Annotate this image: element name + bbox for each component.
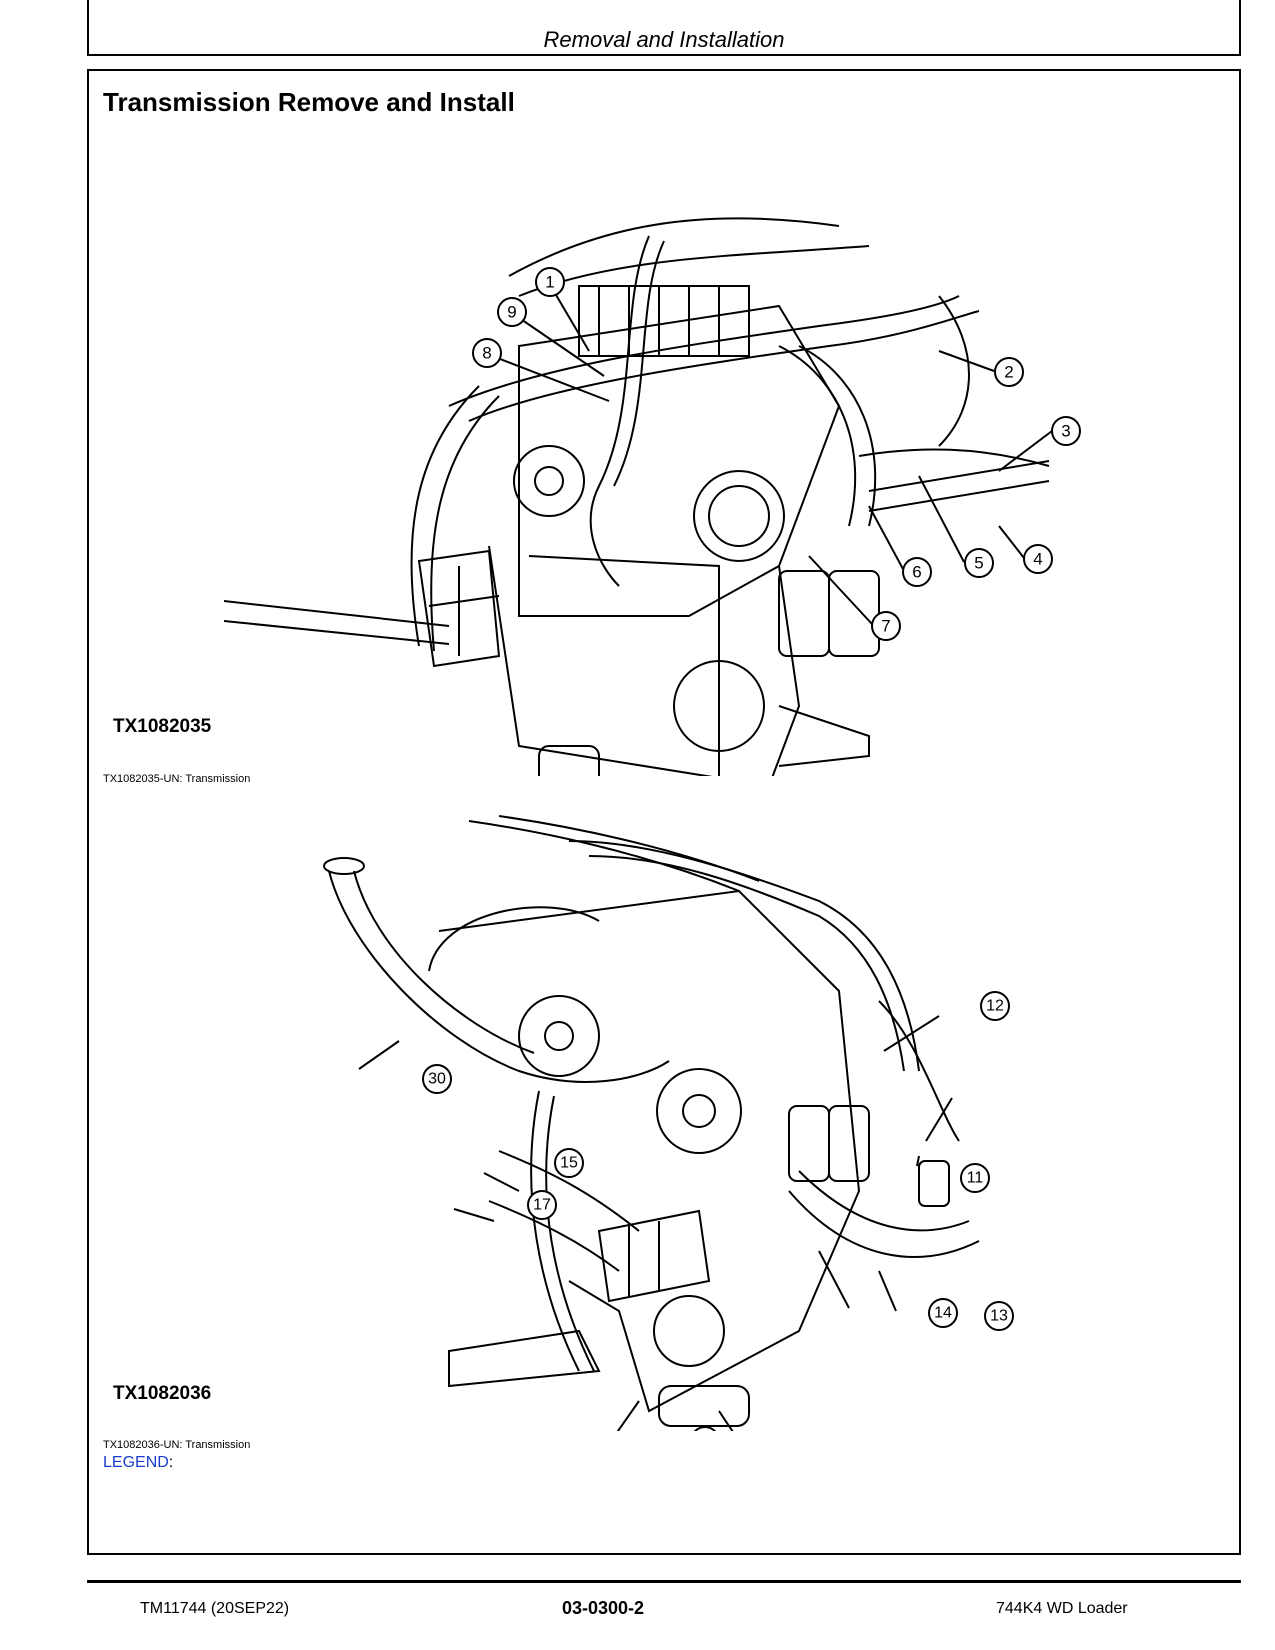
- figure-caption-2: TX1082036-UN: Transmission: [103, 1439, 251, 1451]
- svg-text:14: 14: [934, 1305, 952, 1322]
- svg-text:11: 11: [967, 1170, 984, 1187]
- svg-text:30: 30: [428, 1071, 446, 1088]
- callout-17: [527, 1190, 557, 1220]
- legend-colon: :: [168, 1454, 174, 1471]
- callout-9: [497, 297, 527, 327]
- header-title: Removal and Installation: [543, 27, 785, 52]
- footer-machine-model: 744K4 WD Loader: [996, 1600, 1128, 1617]
- callout-16: [693, 1426, 717, 1431]
- legend-heading: LEGEND:: [103, 1454, 173, 1472]
- svg-text:7: 7: [881, 617, 890, 636]
- callout-7: [871, 611, 901, 641]
- callout-6: [902, 557, 932, 587]
- page-header: Removal and Installation: [87, 0, 1241, 56]
- callout-2: [994, 357, 1024, 387]
- callout-4: [1023, 544, 1053, 574]
- section-title: Transmission Remove and Install: [103, 87, 515, 117]
- callout-15: [554, 1148, 584, 1178]
- svg-text:15: 15: [560, 1155, 578, 1172]
- transmission-illustration-1: 1 2 3 4 5 6 7 8 9: [223, 217, 1081, 776]
- figure-caption-1: TX1082035-UN: Transmission: [103, 773, 251, 785]
- callout-group-figure2: [358, 991, 1014, 1431]
- svg-text:1: 1: [545, 273, 554, 292]
- figure-id-2: TX1082036: [113, 1383, 212, 1404]
- svg-text:13: 13: [990, 1308, 1008, 1325]
- callout-5: [964, 548, 994, 578]
- content-frame: Transmission Remove and Install: [87, 69, 1241, 1555]
- transmission-illustration-2: 10 11 12 13 14 15 16 17 30 31: [323, 815, 1014, 1431]
- svg-text:9: 9: [507, 303, 516, 322]
- footer-manual-id: TM11744 (20SEP22): [140, 1600, 290, 1617]
- svg-text:8: 8: [482, 344, 491, 363]
- callout-1: [535, 267, 565, 297]
- svg-text:4: 4: [1033, 550, 1042, 569]
- svg-text:5: 5: [974, 554, 983, 573]
- callout-30: [422, 1064, 452, 1094]
- svg-text:2: 2: [1004, 363, 1013, 382]
- footer-page-number: 03-0300-2: [562, 1598, 645, 1618]
- svg-text:12: 12: [986, 998, 1004, 1015]
- callout-3: [1051, 416, 1081, 446]
- figure-id-1: TX1082035: [113, 716, 212, 737]
- callout-13: [984, 1301, 1014, 1331]
- callout-group-figure1: [472, 267, 1081, 641]
- svg-text:17: 17: [533, 1197, 551, 1214]
- legend-label: LEGEND: [103, 1454, 169, 1471]
- svg-text:6: 6: [912, 563, 921, 582]
- callout-14: [928, 1298, 958, 1328]
- callout-8: [472, 338, 502, 368]
- footer-divider: [87, 1580, 1241, 1583]
- callout-11: [960, 1163, 990, 1193]
- svg-text:3: 3: [1061, 422, 1070, 441]
- callout-12: [980, 991, 1010, 1021]
